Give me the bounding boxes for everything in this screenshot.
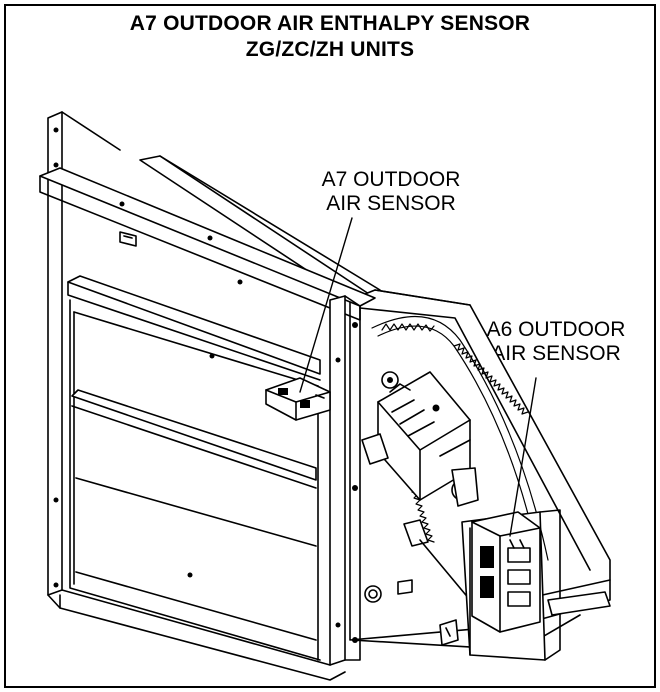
figure-subtitle: ZG/ZC/ZH UNITS	[245, 38, 415, 61]
leader-lines	[299, 217, 537, 537]
a7-callout-line2: AIR SENSOR	[326, 192, 456, 215]
figure-title: A7 OUTDOOR AIR ENTHALPY SENSOR	[129, 12, 531, 35]
a6-leader-line	[509, 377, 537, 537]
a7-sensor-module	[265, 377, 331, 421]
damper-blades	[67, 275, 321, 661]
upper-bracket	[119, 231, 137, 247]
frame-rivets	[53, 127, 358, 643]
a7-leader-line	[299, 217, 353, 393]
damper-actuator	[377, 371, 479, 507]
a6-sensor-callout: A6 OUTDOOR AIR SENSOR	[456, 318, 656, 366]
a7-callout-line1: A7 OUTDOOR	[321, 168, 461, 191]
a6-callout-line1: A6 OUTDOOR	[486, 318, 626, 341]
a7-sensor-callout: A7 OUTDOOR AIR SENSOR	[296, 168, 486, 216]
actuator-bracket	[361, 433, 471, 601]
a6-callout-line2: AIR SENSOR	[491, 342, 621, 365]
a6-sensor-module	[471, 511, 541, 633]
gear-sector	[371, 315, 549, 561]
lower-fittings	[364, 579, 611, 646]
